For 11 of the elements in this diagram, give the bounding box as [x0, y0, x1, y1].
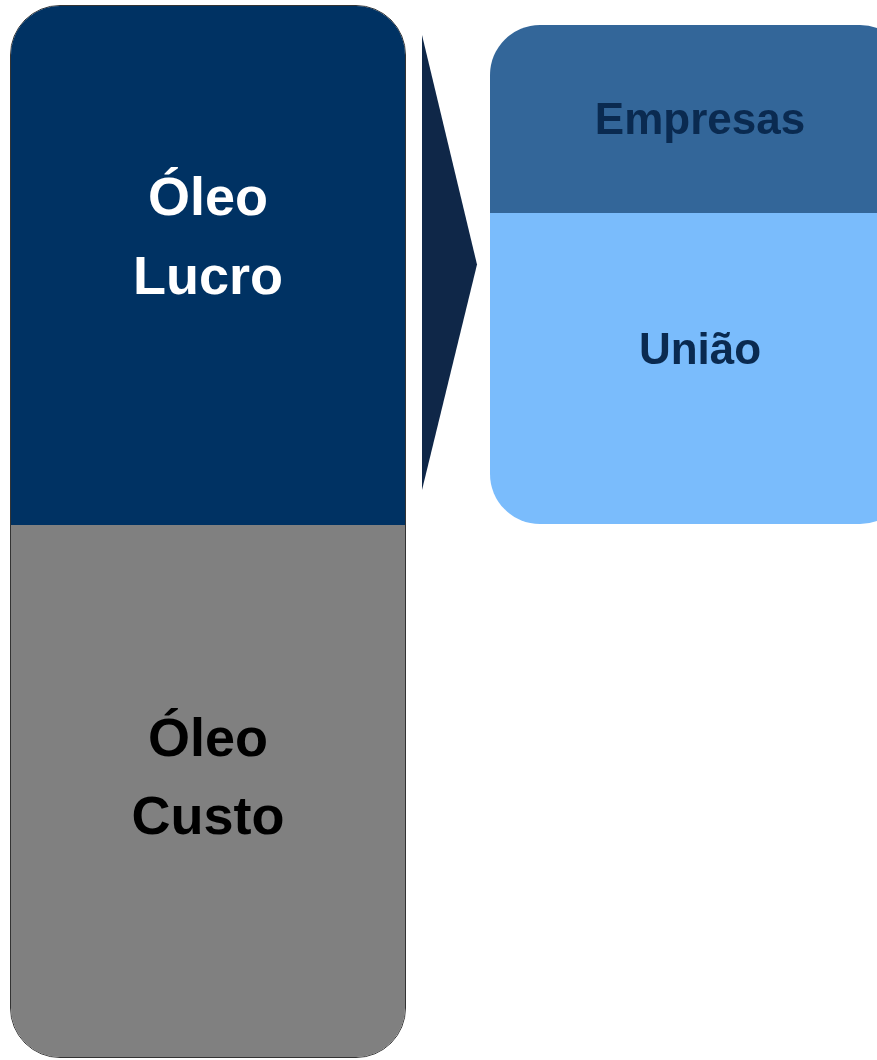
column-box	[10, 5, 406, 1058]
band	[490, 25, 877, 213]
node-label: União	[638, 322, 762, 375]
node-label: Empresas	[594, 93, 806, 145]
node-label: Óleo Lucro	[132, 165, 284, 307]
band	[11, 6, 405, 525]
band	[11, 525, 405, 1057]
band	[490, 213, 877, 524]
rounded-box	[490, 25, 877, 524]
chevron-arrow	[422, 35, 477, 490]
node-label: Óleo Custo	[130, 705, 286, 847]
